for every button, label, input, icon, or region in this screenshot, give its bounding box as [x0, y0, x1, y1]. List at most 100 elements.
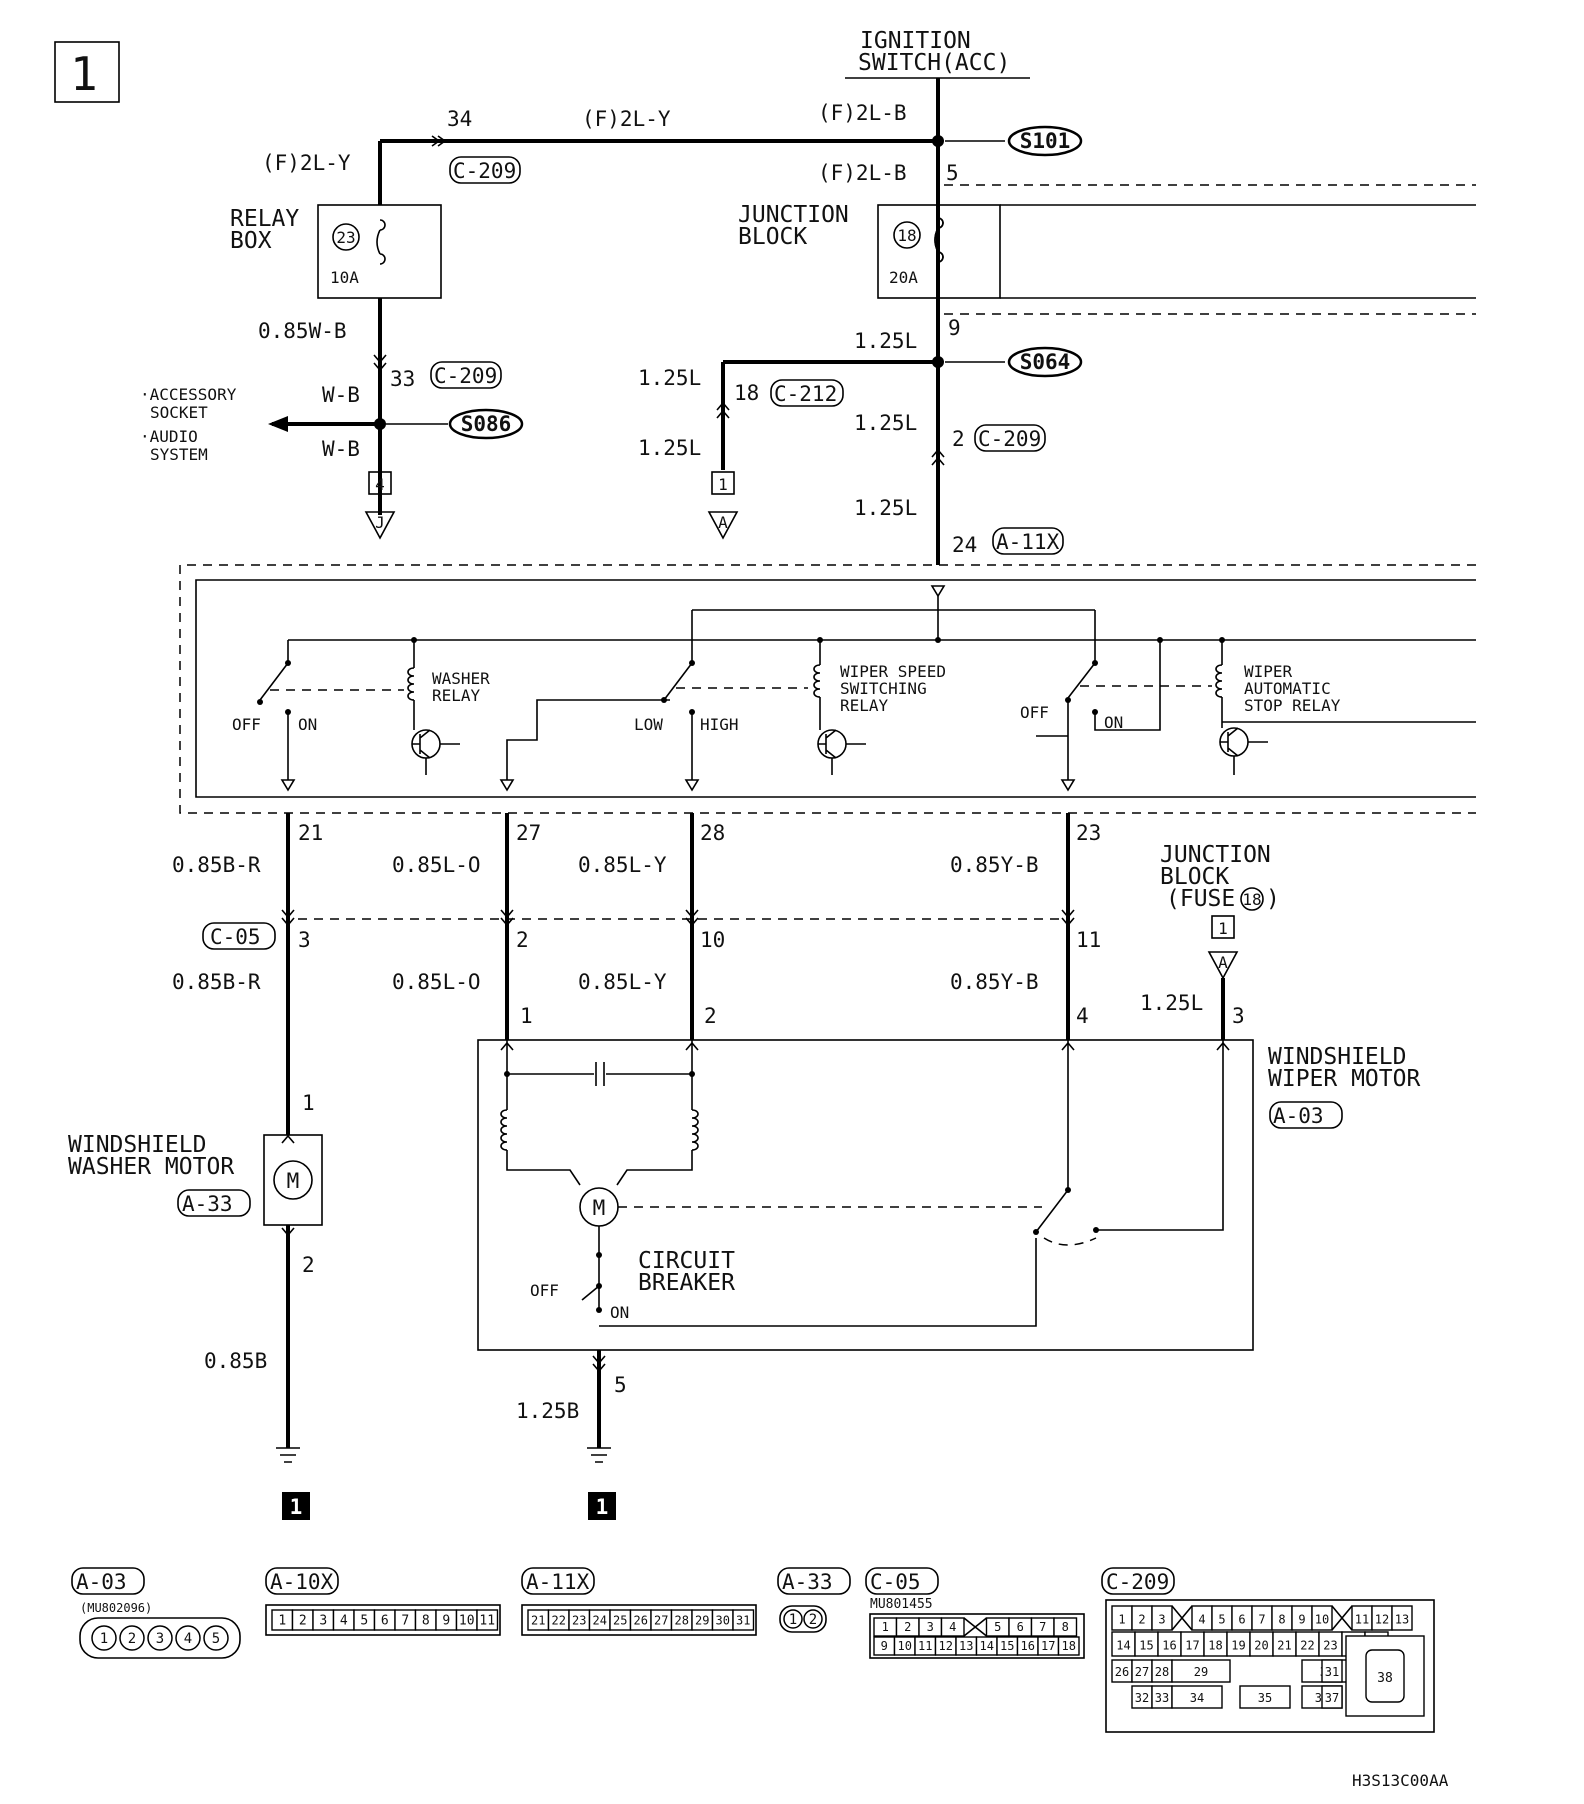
pin-2-top: 2: [952, 427, 965, 451]
conn-j-box-number: 4: [375, 475, 385, 494]
out-arrow-27: [499, 779, 515, 792]
pin-27: 27: [516, 821, 541, 845]
s101-splice-dot: [932, 135, 944, 147]
speed-relay-label-2: SWITCHING: [840, 679, 927, 698]
cv-c209-big-slot: [1365, 1649, 1405, 1703]
wiper-motor-label-1: WINDSHIELD: [1268, 1044, 1406, 1070]
junction-fuse-18-circle: [1240, 887, 1264, 911]
input-arrow-24: [930, 585, 946, 598]
cv-a03-pin-circle: [91, 1625, 117, 1651]
washer-motor-box: [263, 1134, 323, 1226]
cv-c05-badge: [865, 1567, 939, 1595]
cv-a10x-pin-number: 2: [299, 1613, 307, 1628]
circuit-breaker-label-2: BREAKER: [638, 1270, 735, 1296]
cv-a33-pin-circle: [803, 1609, 823, 1629]
wire-label-125l-b: 1.25L: [638, 366, 701, 390]
cv-a10x-pin-number: 11: [479, 1613, 495, 1628]
park-cam: [1043, 1237, 1097, 1246]
cap-dot-1: [504, 1071, 510, 1077]
cv-a11x-pin-number: 30: [716, 1613, 730, 1627]
s064-label: S064: [1020, 350, 1071, 374]
s086-label: S086: [461, 412, 512, 436]
speed-contact-low: [661, 697, 667, 703]
cb-dot-1: [596, 1252, 602, 1258]
c209-33-label: C-209: [434, 364, 497, 388]
wire-label-125l-e: 1.25L: [854, 496, 917, 520]
cv-a10x-pin-number: 1: [278, 1613, 286, 1628]
cv-a10x-pin-number: 3: [319, 1613, 327, 1628]
cv-c209-pin-cell: [1151, 1605, 1173, 1631]
cv-a10x-pin-number: 5: [360, 1613, 368, 1628]
ground-icon-1: [276, 1447, 300, 1463]
switch-off-1: OFF: [232, 715, 261, 734]
wire-label-wb-bottom: W-B: [322, 437, 360, 461]
circuit-breaker-label-1: CIRCUIT: [638, 1248, 735, 1274]
cv-c05-pin-number: 6: [1017, 1620, 1024, 1634]
cv-c05-pin-number: 4: [949, 1620, 956, 1634]
cv-a10x-pin-number: 9: [442, 1613, 450, 1628]
cv-a10x-shell: [265, 1604, 501, 1636]
accessory-label-3: ·AUDIO: [140, 427, 198, 446]
ground-icon-2: [587, 1447, 611, 1463]
washer-relay-coil: [407, 667, 415, 701]
cv-c209-big-number: 38: [1377, 1671, 1393, 1686]
cv-c209-pin-number: 16: [1162, 1638, 1176, 1652]
cv-c209-pin-number: 3: [1158, 1612, 1165, 1626]
conn-a-triangle: [707, 511, 739, 540]
cv-a03-label: A-03: [76, 1570, 127, 1594]
cv-a03-shell: [79, 1617, 241, 1659]
cv-a10x-pin-cell: [476, 1609, 499, 1631]
cv-c209-pin-number: 26: [1115, 1665, 1129, 1679]
cv-c209-pin-blank: [1171, 1605, 1193, 1631]
connector-chevron: [431, 135, 447, 147]
connector-chevron-33: [373, 354, 387, 372]
a33-badge: [177, 1189, 251, 1217]
auto-relay-label-3: STOP RELAY: [1244, 696, 1341, 715]
cv-c209-pin-number: 20: [1254, 1638, 1268, 1652]
cv-a03-pin-number: 4: [184, 1631, 192, 1647]
cv-c05-pin-number: 17: [1041, 1639, 1055, 1653]
cv-c05-pin-cell: [1057, 1636, 1080, 1656]
cv-a03-pin-number: 1: [100, 1631, 108, 1647]
wire-label-085lo-2: 0.85L-O: [392, 970, 481, 994]
cv-c05-pin-number: 3: [927, 1620, 934, 1634]
junction-block-label-1: JUNCTION: [738, 202, 849, 228]
cv-c209-pin-number: 31: [1325, 1665, 1339, 1679]
cv-a10x-pin-number: 7: [401, 1613, 409, 1628]
c212-badge: [770, 379, 844, 407]
conn-j-triangle: [364, 511, 396, 540]
pin-28: 28: [700, 821, 725, 845]
connector-chevron-18: [716, 401, 730, 419]
accessory-label-2: SOCKET: [150, 403, 208, 422]
junction-fuse-rating: 20A: [889, 268, 918, 287]
cv-a33-pin-number: 1: [789, 1612, 797, 1628]
junction-fuse-symbol: [934, 217, 944, 263]
motor-brush-right: [616, 1150, 693, 1186]
auto-transistor-leads: [1220, 727, 1268, 757]
cv-c209-pin-number: 22: [1300, 1638, 1314, 1652]
speed-relay-label-3: RELAY: [840, 696, 889, 715]
pin-5-top: 5: [946, 161, 959, 185]
cv-c05-pin-number: 2: [904, 1620, 911, 1634]
washer-chevron-2: [281, 1227, 295, 1237]
washer-motor-m: M: [287, 1169, 300, 1193]
bus-dot-1: [935, 637, 941, 643]
cv-c209-pin-number: 23: [1323, 1638, 1337, 1652]
accessory-arrow: [268, 416, 288, 432]
c209-33-badge: [430, 361, 502, 389]
cv-c05-pin-number: 5: [994, 1620, 1001, 1634]
cv-c209-pin-number: 12: [1375, 1612, 1389, 1626]
wire-label-125l-c: 1.25L: [638, 436, 701, 460]
park-pivot: [1065, 1187, 1071, 1193]
cv-c05-pin-number: 13: [959, 1639, 973, 1653]
cv-c209-pin-number: 35: [1258, 1691, 1272, 1705]
s086-badge: [448, 408, 524, 440]
c209-2-label: C-209: [978, 427, 1041, 451]
circuit-breaker-arm: [581, 1285, 600, 1301]
washer-motor-armature: [273, 1160, 313, 1200]
out-arrow-21: [280, 779, 296, 792]
auto-switch-arm: [1067, 662, 1096, 699]
